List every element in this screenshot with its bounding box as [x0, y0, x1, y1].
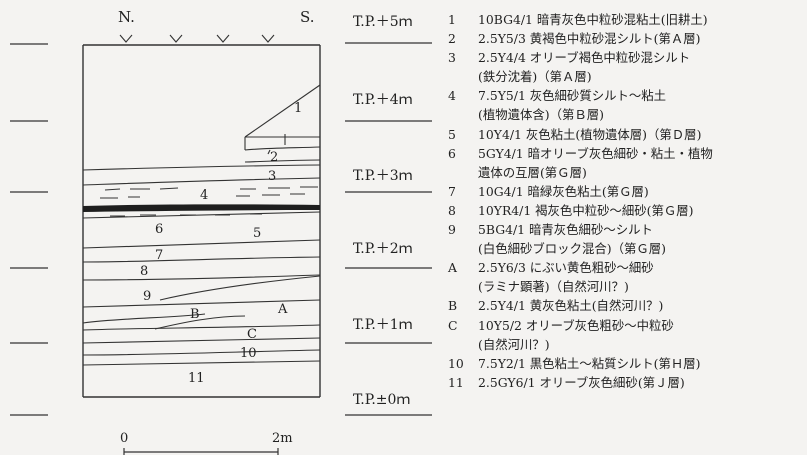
- layer-numbers: 1 2 3 4 5 6 7 8 9 A B C 10 11: [140, 101, 302, 386]
- legend-description: 2.5Y6/3 にぶい黄色粗砂～細砂 (ラミナ顕著)（自然河川？): [478, 258, 804, 296]
- legend-description: 10BG4/1 暗青灰色中粒砂混粘土(旧耕土): [478, 10, 804, 29]
- legend-description: 7.5Y2/1 黒色粘土～粘質シルト(第Ｈ層): [478, 354, 804, 373]
- legend-item: 3 2.5Y4/4 オリーブ褐色中粒砂混シルト (鉄分沈着)（第Ａ層): [448, 48, 804, 86]
- layer-legend: 1 10BG4/1 暗青灰色中粒砂混粘土(旧耕土) 2 2.5Y5/3 黄褐色中粒砂混…: [448, 10, 804, 392]
- legend-key: 5: [448, 126, 456, 142]
- legend-key: 8: [448, 202, 456, 218]
- tp-level-label: T.P.±0ｍ: [353, 392, 410, 408]
- legend-key: 11: [448, 374, 464, 390]
- svg-text:B: B: [190, 307, 200, 322]
- legend-description-line: 5BG4/1 暗青灰色細砂～シルト: [478, 222, 653, 238]
- legend-key: B: [448, 298, 458, 314]
- svg-text:11: 11: [188, 371, 205, 386]
- legend-key: 3: [448, 50, 456, 66]
- left-level-ticks: [10, 43, 48, 416]
- svg-text:8: 8: [140, 264, 148, 279]
- svg-text:6: 6: [155, 222, 163, 237]
- legend-item: A 2.5Y6/3 にぶい黄色粗砂～細砂 (ラミナ顕著)（自然河川？): [448, 258, 804, 296]
- scale-bar: 0 2m: [120, 431, 293, 455]
- legend-description: 10Y4/1 灰色粘土(植物遺体層)（第Ｄ層): [478, 125, 804, 144]
- legend-item: 11 2.5GY6/1 オリーブ灰色細砂(第Ｊ層): [448, 373, 804, 392]
- legend-description-line: 7.5Y2/1 黒色粘土～粘質シルト(第Ｈ層): [478, 355, 701, 371]
- legend-key: 4: [448, 88, 456, 104]
- legend-key: A: [448, 260, 457, 276]
- legend-description-line: (ラミナ顕著)（自然河川？): [478, 279, 629, 295]
- svg-text:1: 1: [294, 101, 302, 116]
- legend-description: 10Y5/2 オリーブ灰色粗砂～中粒砂 (自然河川？): [478, 316, 804, 354]
- legend-item: 7 10G4/1 暗緑灰色粘土(第Ｇ層): [448, 182, 804, 201]
- legend-description-line: 遺体の互層(第Ｇ層): [478, 164, 587, 180]
- legend-description-line: (植物遺体含)（第Ｂ層): [478, 107, 605, 123]
- legend-description-line: 2.5Y6/3 にぶい黄色粗砂～細砂: [478, 260, 654, 276]
- svg-text:4: 4: [200, 188, 208, 203]
- legend-description-line: 10YR4/1 褐灰色中粒砂～細砂(第Ｇ層): [478, 202, 694, 218]
- legend-description-line: (自然河川？): [478, 336, 550, 352]
- legend-description-line: 7.5Y5/1 灰色細砂質シルト～粘土: [478, 88, 667, 104]
- legend-description-line: 10G4/1 暗緑灰色粘土(第Ｇ層): [478, 183, 649, 199]
- legend-key: C: [448, 317, 458, 333]
- svg-text:9: 9: [143, 289, 151, 304]
- legend-item: 4 7.5Y5/1 灰色細砂質シルト～粘土 (植物遺体含)（第Ｂ層): [448, 86, 804, 124]
- legend-description-line: 10BG4/1 暗青灰色中粒砂混粘土(旧耕土): [478, 12, 708, 27]
- south-label: S.: [300, 8, 315, 26]
- legend-key: 9: [448, 222, 456, 238]
- legend-description: 5BG4/1 暗青灰色細砂～シルト (白色細砂ブロック混合)（第Ｇ層): [478, 220, 804, 258]
- tp-level-label: T.P.＋4ｍ: [353, 92, 413, 108]
- legend-description: 2.5Y4/4 オリーブ褐色中粒砂混シルト (鉄分沈着)（第Ａ層): [478, 48, 804, 86]
- lamination-dashes: [100, 186, 318, 217]
- svg-text:C: C: [247, 327, 257, 342]
- legend-item: 6 5GY4/1 暗オリーブ灰色細砂・粘土・植物遺体の互層(第Ｇ層): [448, 144, 804, 182]
- legend-description-line: 10Y4/1 灰色粘土(植物遺体層)（第Ｄ層): [478, 126, 702, 142]
- black-clay-band: [83, 204, 320, 212]
- tp-level-labels: T.P.＋5ｍ T.P.＋4ｍ T.P.＋3ｍ T.P.＋2ｍ T.P.＋1ｍ …: [345, 14, 432, 416]
- legend-key: 6: [448, 145, 456, 161]
- legend-key: 10: [448, 355, 464, 371]
- legend-description: 2.5Y5/3 黄褐色中粒砂混シルト(第Ａ層): [478, 29, 804, 48]
- tp-level-label: T.P.＋3ｍ: [353, 168, 413, 184]
- legend-description-line: 2.5Y5/3 黄褐色中粒砂混シルト(第Ａ層): [478, 31, 701, 47]
- scale-start-label: 0: [120, 431, 128, 446]
- svg-text:10: 10: [240, 346, 257, 361]
- north-label: N.: [118, 8, 135, 26]
- legend-item: 5 10Y4/1 灰色粘土(植物遺体層)（第Ｄ層): [448, 125, 804, 144]
- svg-text:3: 3: [268, 169, 276, 184]
- legend-description: 7.5Y5/1 灰色細砂質シルト～粘土 (植物遺体含)（第Ｂ層): [478, 86, 804, 124]
- legend-description: 2.5GY6/1 オリーブ灰色細砂(第Ｊ層): [478, 373, 804, 392]
- legend-item: 9 5BG4/1 暗青灰色細砂～シルト (白色細砂ブロック混合)（第Ｇ層): [448, 220, 804, 258]
- surface-markers: [119, 34, 275, 43]
- section-outline: [82, 44, 321, 398]
- tp-level-label: T.P.＋2ｍ: [353, 241, 413, 257]
- svg-text:7: 7: [155, 248, 163, 263]
- legend-description-line: 5GY4/1 暗オリーブ灰色細砂・粘土・植物: [478, 145, 713, 161]
- legend-key: 2: [448, 31, 456, 47]
- legend-item: 8 10YR4/1 褐灰色中粒砂～細砂(第Ｇ層): [448, 201, 804, 220]
- legend-description-line: 10Y5/2 オリーブ灰色粗砂～中粒砂: [478, 317, 674, 333]
- legend-item: 1 10BG4/1 暗青灰色中粒砂混粘土(旧耕土): [448, 10, 804, 29]
- scale-end-label: 2m: [272, 431, 293, 446]
- svg-text:5: 5: [253, 226, 261, 241]
- legend-description-line: (白色細砂ブロック混合)（第Ｇ層): [478, 241, 666, 257]
- tp-level-label: T.P.＋1ｍ: [353, 317, 413, 333]
- svg-text:2: 2: [270, 150, 278, 165]
- layer-boundaries: [82, 84, 321, 366]
- legend-description: 2.5Y4/1 黄灰色粘土(自然河川？): [478, 296, 804, 315]
- tp-level-label: T.P.＋5ｍ: [353, 14, 413, 30]
- legend-item: 10 7.5Y2/1 黒色粘土～粘質シルト(第Ｈ層): [448, 354, 804, 373]
- legend-item: B 2.5Y4/1 黄灰色粘土(自然河川？): [448, 296, 804, 315]
- legend-item: 2 2.5Y5/3 黄褐色中粒砂混シルト(第Ａ層): [448, 29, 804, 48]
- legend-description-line: 2.5Y4/4 オリーブ褐色中粒砂混シルト: [478, 50, 691, 66]
- svg-text:A: A: [277, 302, 288, 317]
- legend-item: C 10Y5/2 オリーブ灰色粗砂～中粒砂 (自然河川？): [448, 316, 804, 354]
- legend-description: 10YR4/1 褐灰色中粒砂～細砂(第Ｇ層): [478, 201, 804, 220]
- legend-description-line: 2.5Y4/1 黄灰色粘土(自然河川？): [478, 298, 664, 314]
- legend-description-line: (鉄分沈着)（第Ａ層): [478, 69, 592, 85]
- legend-key: 7: [448, 183, 456, 199]
- legend-description: 5GY4/1 暗オリーブ灰色細砂・粘土・植物遺体の互層(第Ｇ層): [478, 144, 804, 182]
- legend-description: 10G4/1 暗緑灰色粘土(第Ｇ層): [478, 182, 804, 201]
- legend-key: 1: [448, 12, 456, 27]
- legend-description-line: 2.5GY6/1 オリーブ灰色細砂(第Ｊ層): [478, 374, 685, 390]
